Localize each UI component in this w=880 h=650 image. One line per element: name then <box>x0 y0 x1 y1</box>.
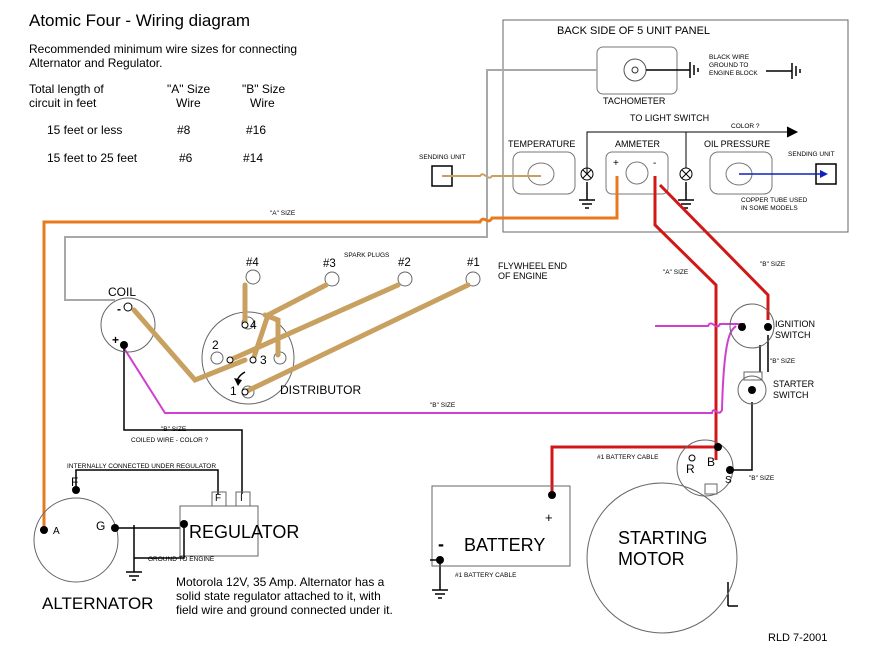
alt-g: G <box>96 519 106 533</box>
color-question: COLOR ? <box>731 123 760 130</box>
coil <box>100 297 156 353</box>
black-wire-3: ENGINE BLOCK <box>709 70 758 77</box>
row-1-a: #8 <box>177 123 191 137</box>
alternator-label: ALTERNATOR <box>42 594 154 613</box>
spark-plugs-label: SPARK PLUGS <box>344 252 390 259</box>
plug-2: #2 <box>398 257 411 269</box>
motorola-2: solid state regulator attached to it, wi… <box>176 589 381 603</box>
coil-minus: - <box>117 302 121 316</box>
panel-title: BACK SIDE OF 5 UNIT PANEL <box>557 25 711 37</box>
alternator <box>33 497 119 583</box>
alt-f: F <box>71 475 79 489</box>
battery-minus: - <box>438 534 444 554</box>
row-2-b: #14 <box>243 151 264 165</box>
starting-motor <box>586 482 738 634</box>
motor-b: B <box>707 455 716 469</box>
motor-s: S <box>725 475 732 486</box>
ground-symbol <box>126 62 801 607</box>
dist-3: 3 <box>260 353 267 367</box>
row-1-b: #16 <box>246 123 267 137</box>
copper-tube-1: COPPER TUBE USED <box>741 197 808 204</box>
tachometer-label: TACHOMETER <box>603 96 666 106</box>
table-header-2: circuit in feet <box>29 96 97 110</box>
instrument-panel <box>502 19 849 233</box>
a-size-right: "A" SIZE <box>663 269 689 276</box>
col-b-header-2: Wire <box>250 96 275 110</box>
intro-line-1: Recommended minimum wire sizes for conne… <box>29 42 298 56</box>
coiled-wire: COILED WIRE - COLOR ? <box>131 437 209 444</box>
dist-2: 2 <box>212 338 219 352</box>
a-size-top: "A" SIZE <box>270 210 296 217</box>
b-size-mid: "B" SIZE <box>430 402 456 409</box>
ground-to-engine: GROUND TO ENGINE <box>148 556 215 563</box>
plug-3: #3 <box>323 258 336 270</box>
reg-i: I <box>240 493 243 504</box>
col-a-header-2: Wire <box>176 96 201 110</box>
page-title: Atomic Four - Wiring diagram <box>29 11 251 30</box>
battery-plus: + <box>545 510 553 525</box>
black-wire-2: GROUND TO <box>709 62 749 69</box>
oil-pressure-label: OIL PRESSURE <box>704 139 771 149</box>
motor-label: MOTOR <box>618 549 685 569</box>
regulator-label: REGULATOR <box>189 522 300 542</box>
sending-unit-left-label: SENDING UNIT <box>419 154 466 161</box>
ammeter-label: AMMETER <box>615 139 660 149</box>
row-2-a: #6 <box>179 151 193 165</box>
battery-cable-2: #1 BATTERY CABLE <box>455 572 517 579</box>
col-b-header-1: "B" Size <box>242 82 286 96</box>
motorola-3: field wire and ground connected under it… <box>176 603 393 617</box>
b-size-right: "B" SIZE <box>760 261 786 268</box>
row-1-length: 15 feet or less <box>47 123 123 137</box>
b-size-sw: "B" SIZE <box>770 358 796 365</box>
starter-1: STARTER <box>773 379 815 389</box>
motor-r: R <box>686 462 695 476</box>
coil-label: COIL <box>108 285 137 299</box>
temperature-label: TEMPERATURE <box>508 139 576 149</box>
starter-switch <box>737 375 767 405</box>
flywheel-1: FLYWHEEL END <box>498 261 568 271</box>
battery <box>431 485 571 567</box>
oil-pressure-gauge <box>709 151 773 195</box>
alt-a: A <box>53 526 60 537</box>
ammeter-plus: + <box>613 158 619 169</box>
starting-label: STARTING <box>618 528 708 548</box>
to-light-switch: TO LIGHT SWITCH <box>630 113 710 123</box>
ignition-switch <box>729 303 775 349</box>
battery-label: BATTERY <box>464 535 546 555</box>
motor-b-size: "B" SIZE <box>749 475 775 482</box>
starter-2: SWITCH <box>773 390 809 400</box>
sending-unit-right-label: SENDING UNIT <box>788 151 835 158</box>
dist-4: 4 <box>250 318 257 332</box>
col-a-header-1: "A" Size <box>167 82 211 96</box>
reg-f: F <box>215 493 222 504</box>
flywheel-2: OF ENGINE <box>498 271 548 281</box>
footer-credit: RLD 7-2001 <box>768 632 828 644</box>
temperature-gauge <box>512 151 576 195</box>
intro-line-2: Alternator and Regulator. <box>29 56 163 70</box>
distributor <box>201 311 295 405</box>
plug-1: #1 <box>467 257 480 269</box>
ignition-2: SWITCH <box>775 330 811 340</box>
battery-cable-1: #1 BATTERY CABLE <box>597 454 659 461</box>
ammeter-gauge <box>605 151 669 195</box>
internally-connected: INTERNALLY CONNECTED UNDER REGULATOR <box>67 463 217 470</box>
ignition-1: IGNITION <box>775 319 815 329</box>
distributor-label: DISTRIBUTOR <box>280 383 362 397</box>
plug-4: #4 <box>246 257 259 269</box>
motorola-1: Motorola 12V, 35 Amp. Alternator has a <box>176 575 385 589</box>
table-header-1: Total length of <box>29 82 104 96</box>
dist-1: 1 <box>230 384 237 398</box>
row-2-length: 15 feet to 25 feet <box>47 151 138 165</box>
b-size-coil: "B" SIZE <box>161 426 187 433</box>
coil-plus: + <box>112 333 120 347</box>
copper-tube-2: IN SOME MODELS <box>741 205 798 212</box>
black-wire-1: BLACK WIRE <box>709 54 750 61</box>
ammeter-minus: - <box>653 158 657 169</box>
